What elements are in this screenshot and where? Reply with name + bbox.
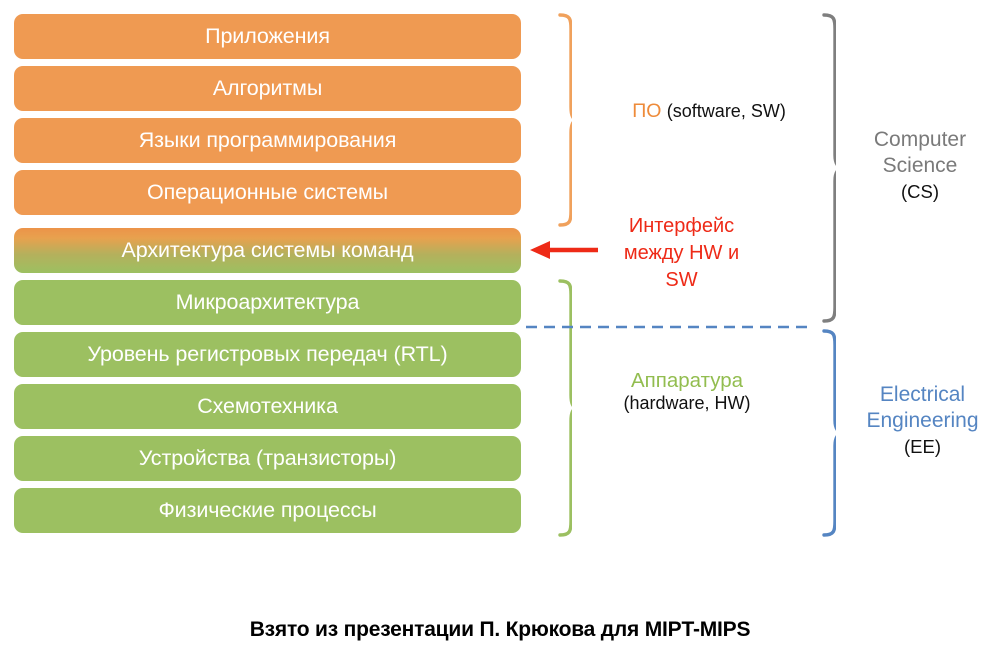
hardware-detail: (hardware, HW): [623, 393, 751, 413]
interface-line-1: Интерфейс: [628, 215, 735, 237]
layer-label: Устройства (транзисторы): [138, 446, 397, 470]
hardware-keyword: Аппаратура: [630, 369, 744, 392]
layer-label: Операционные системы: [147, 180, 388, 204]
interface-annotation: Интерфейс между HW и SW: [594, 213, 769, 293]
layer-stack: Приложения Алгоритмы Языки программирова…: [14, 14, 521, 534]
interface-arrow-icon: [530, 241, 598, 259]
layer-box-algorithms[interactable]: Алгоритмы: [14, 66, 521, 111]
ee-line-1: Electrical: [879, 383, 966, 406]
layer-box-microarchitecture[interactable]: Микроархитектура: [14, 280, 521, 325]
software-annotation: ПО (software, SW): [584, 100, 834, 124]
layer-label: Микроархитектура: [175, 290, 360, 314]
hardware-brace: [558, 279, 572, 537]
interface-line-2: между HW и: [623, 241, 740, 264]
hardware-annotation: Аппаратура (hardware, HW): [592, 368, 782, 415]
ee-abbrev: (EE): [904, 435, 941, 457]
hw-sw-divider-dashed-line: [526, 325, 814, 329]
layer-box-applications[interactable]: Приложения: [14, 14, 521, 59]
cs-line-1: Computer: [873, 128, 967, 151]
layer-box-circuit-design[interactable]: Схемотехника: [14, 384, 521, 429]
layer-label: Приложения: [205, 24, 330, 48]
layer-box-register-transfer-level[interactable]: Уровень регистровых передач (RTL): [14, 332, 521, 377]
layer-label: Уровень регистровых передач (RTL): [87, 342, 448, 366]
source-caption: Взято из презентации П. Крюкова для MIPT…: [249, 618, 751, 641]
layer-box-devices-transistors[interactable]: Устройства (транзисторы): [14, 436, 521, 481]
cs-line-2: Science: [882, 154, 958, 178]
layer-box-physical-processes[interactable]: Физические процессы: [14, 488, 521, 533]
software-detail: (software, SW): [666, 101, 786, 121]
electrical-engineering-annotation: Electrical Engineering (EE): [845, 382, 1000, 458]
electrical-engineering-brace: [822, 329, 836, 537]
ee-line-2: Engineering: [866, 409, 979, 433]
computer-science-brace: [822, 13, 836, 323]
layer-label: Алгоритмы: [212, 76, 323, 100]
layer-box-instruction-set-architecture[interactable]: Архитектура системы команд: [14, 228, 521, 273]
layer-box-operating-systems[interactable]: Операционные системы: [14, 170, 521, 215]
layer-label: Схемотехника: [197, 394, 338, 418]
layer-label: Языки программирования: [138, 128, 397, 152]
layer-label: Физические процессы: [158, 498, 377, 522]
cs-abbrev: (CS): [900, 180, 940, 202]
interface-line-3: SW: [665, 268, 698, 291]
computer-science-annotation: Computer Science (CS): [845, 127, 995, 203]
layer-label: Архитектура системы команд: [121, 238, 414, 262]
layer-box-programming-languages[interactable]: Языки программирования: [14, 118, 521, 163]
software-keyword: ПО: [632, 100, 662, 122]
software-brace: [558, 13, 572, 227]
